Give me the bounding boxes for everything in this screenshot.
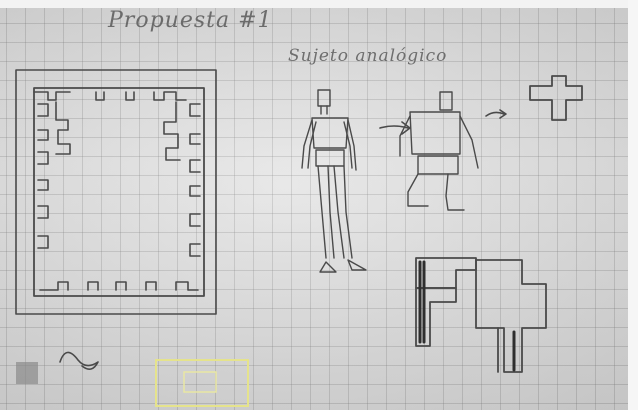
notch-right-2	[190, 134, 200, 144]
mannequin-torso	[312, 118, 348, 148]
block-right-body	[476, 260, 546, 372]
mannequin-pelvis	[316, 150, 344, 166]
block-shading-left	[420, 262, 424, 342]
block-left-leg	[416, 288, 456, 346]
faint-yellow-box	[156, 360, 248, 406]
frame-sketch	[16, 70, 216, 314]
notch-bottom-1	[40, 282, 68, 290]
notch-top-1	[34, 92, 70, 100]
faint-yellow-inner-box	[184, 372, 216, 392]
mannequin-right-foot	[348, 260, 366, 270]
seated-pelvis	[418, 156, 458, 174]
inner-step-left	[56, 102, 70, 154]
notch-left-6	[38, 236, 48, 248]
mannequin-standing-sketch	[302, 90, 366, 272]
notch-top-4	[154, 92, 186, 100]
small-arrow-mark	[486, 110, 506, 118]
gray-square-mark	[16, 362, 38, 384]
notch-left-4	[38, 180, 48, 190]
doodle-mark	[60, 352, 98, 369]
mannequin-neck	[321, 106, 327, 114]
notch-top-2	[96, 92, 104, 100]
seated-right-arm	[460, 116, 478, 168]
notch-left-3	[38, 152, 48, 164]
mannequin-left-leg	[318, 166, 334, 258]
small-block-shape	[530, 76, 582, 120]
mannequin-left-foot	[320, 262, 336, 272]
mannequin-head	[318, 90, 330, 106]
notch-right-1	[190, 104, 200, 116]
notch-top-3	[126, 92, 134, 100]
seated-right-leg	[446, 174, 464, 210]
notch-bottom-5	[176, 282, 198, 290]
large-block-shape	[416, 258, 546, 372]
notch-bottom-3	[116, 282, 126, 290]
notch-bottom-2	[88, 282, 98, 290]
notch-bottom-4	[146, 282, 156, 290]
notch-left-1	[38, 104, 48, 116]
notch-right-4	[190, 186, 200, 196]
inner-step-right	[164, 102, 180, 160]
outer-frame	[16, 70, 216, 314]
notch-right-6	[190, 244, 200, 256]
seated-left-leg	[408, 174, 428, 206]
notch-left-2	[38, 130, 48, 140]
notch-right-5	[190, 214, 200, 226]
seated-torso	[410, 112, 460, 154]
mannequin-seated-sketch	[400, 92, 478, 210]
seated-head	[440, 92, 452, 110]
mannequin-right-leg	[334, 166, 352, 258]
notch-right-3	[190, 160, 200, 172]
notch-left-5	[38, 206, 48, 218]
